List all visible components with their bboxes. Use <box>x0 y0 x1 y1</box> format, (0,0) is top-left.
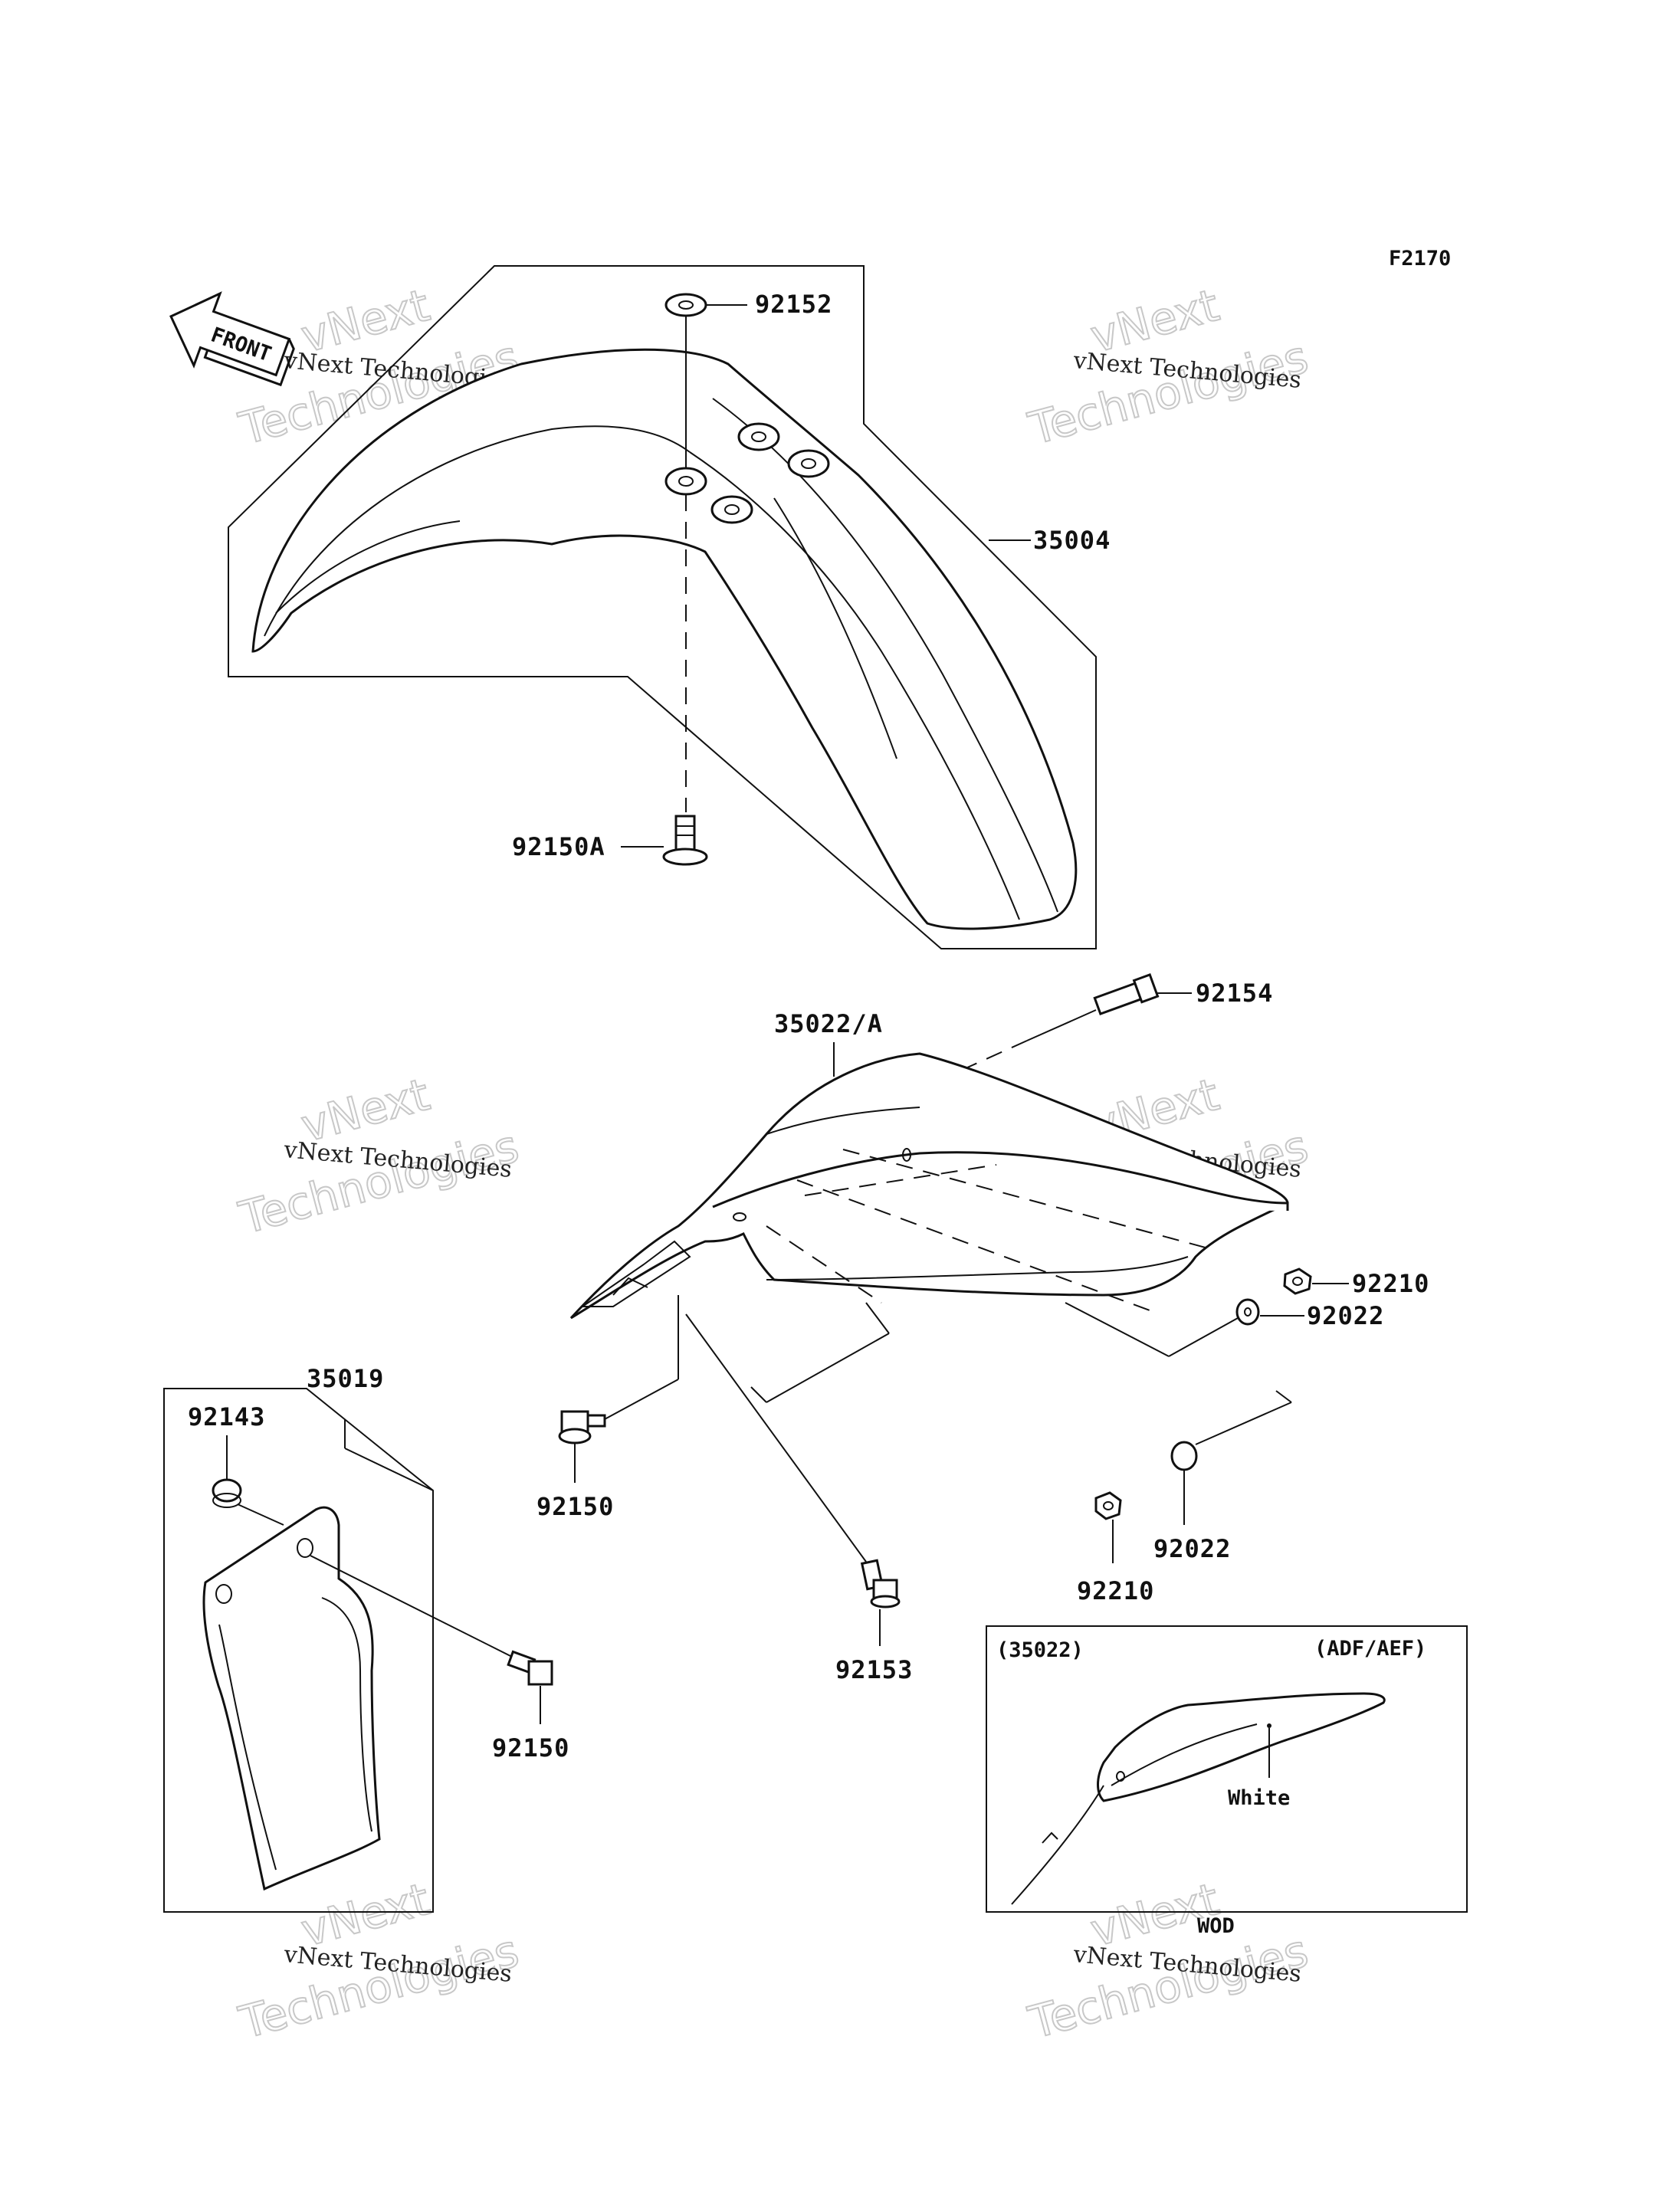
rear-fender-part <box>569 1052 1289 1320</box>
inset-models-label: (ADF/AEF) <box>1314 1637 1426 1661</box>
part-label-92154: 92154 <box>1196 979 1273 1008</box>
watermark-bottom-right: vNext Technologies vNext Technologies <box>1022 1872 1314 2050</box>
washer-92022-right-icon <box>1235 1298 1260 1326</box>
part-label-92152: 92152 <box>755 290 832 319</box>
front-arrow-icon: FRONT <box>169 291 295 387</box>
svg-text:Technologies: Technologies <box>1023 330 1313 454</box>
nut-92210-low-icon <box>1094 1491 1122 1520</box>
diagram-code: F2170 <box>1389 247 1451 271</box>
inset-box <box>986 1625 1468 1913</box>
bolt-92154-icon <box>1093 973 1160 1016</box>
part-label-35022A: 35022/A <box>774 1009 883 1038</box>
watermark-top-right: vNext Technologies vNext Technologies <box>1022 278 1314 456</box>
front-fender-part <box>251 348 1078 930</box>
part-label-92143: 92143 <box>188 1402 265 1431</box>
part-label-92153: 92153 <box>835 1655 913 1684</box>
inset-color-code: WOD <box>1197 1914 1235 1938</box>
part-label-35004: 35004 <box>1033 526 1111 555</box>
part-label-92022-right: 92022 <box>1307 1301 1384 1330</box>
watermark-mid-left: vNext Technologies vNext Technologies <box>233 1067 524 1245</box>
bolt-92150-left-icon <box>507 1650 553 1686</box>
inset-ref-label: (35022) <box>996 1638 1084 1662</box>
bolt-92150-mid-icon <box>558 1410 606 1444</box>
front-fender-group-outline <box>228 265 1097 949</box>
grommet-92152-icon <box>664 293 707 317</box>
nut-92210-right-icon <box>1283 1267 1312 1295</box>
screw-92150A-icon <box>662 815 708 866</box>
svg-text:Technologies: Technologies <box>234 1120 523 1244</box>
bolt-92153-icon <box>860 1559 901 1608</box>
part-label-92150-left: 92150 <box>492 1733 569 1763</box>
part-label-35019: 35019 <box>307 1364 384 1393</box>
part-label-92022-low: 92022 <box>1153 1534 1231 1563</box>
mud-flap-part <box>202 1506 381 1891</box>
grommet-92143-icon <box>212 1478 242 1508</box>
svg-text:Technologies: Technologies <box>234 1924 523 2048</box>
svg-text:Technologies: Technologies <box>1023 1924 1313 2048</box>
inset-color-label: White <box>1228 1786 1290 1810</box>
part-label-92150A: 92150A <box>512 832 605 861</box>
washer-92022-low-icon <box>1170 1441 1198 1471</box>
inset-rear-fender-part <box>1011 1692 1386 1905</box>
part-label-92150-mid: 92150 <box>536 1492 614 1521</box>
flap-group-outline <box>163 1388 434 1913</box>
part-label-92210-low: 92210 <box>1077 1576 1154 1605</box>
part-label-92210-right: 92210 <box>1352 1269 1429 1298</box>
watermark-bottom-left: vNext Technologies vNext Technologies <box>233 1872 524 2050</box>
